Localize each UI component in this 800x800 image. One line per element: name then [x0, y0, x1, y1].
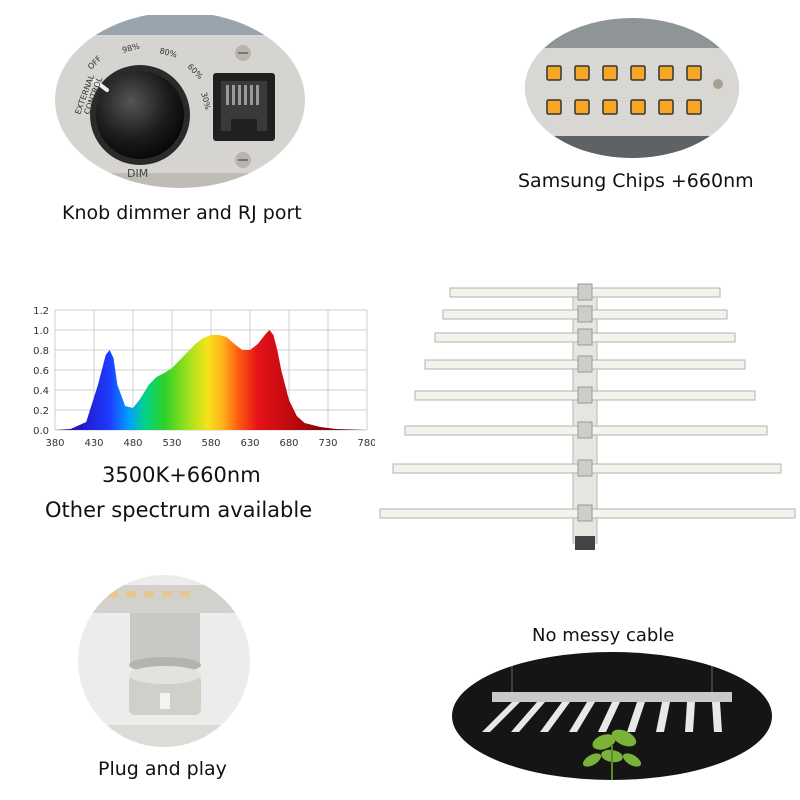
cable-photo-bar: [482, 702, 520, 732]
x-tick-label: 530: [162, 438, 181, 449]
led-chip: [658, 99, 674, 115]
cable-photo-bar: [656, 702, 670, 732]
fixture-connector: [577, 459, 593, 477]
x-tick-label: 580: [201, 438, 220, 449]
cable-photo-bar: [685, 702, 695, 732]
cable-photo-bar: [511, 702, 545, 732]
cable-photo-bar: [712, 702, 722, 732]
caption-spectrum-line2: Other spectrum available: [45, 498, 313, 522]
y-tick-label: 1.0: [33, 326, 49, 337]
cable-photo-bar: [540, 702, 570, 732]
led-chip: [546, 99, 562, 115]
fixture-connector: [577, 355, 593, 373]
cable-photo-bar: [627, 702, 645, 732]
grow-light-fixture: [375, 278, 800, 558]
spectrum-chart-svg: 0.0 0.2 0.4 0.6 0.8 1.0 1.2 380 430 480 530 580 630…: [33, 306, 375, 449]
knob-label-dim: DIM: [127, 167, 148, 180]
y-tick-label: 0.6: [33, 366, 49, 377]
x-tick-label: 380: [45, 438, 64, 449]
fixture-connector: [577, 283, 593, 301]
led-chip: [630, 65, 646, 81]
x-tick-label: 780: [357, 438, 375, 449]
led-chip: [658, 65, 674, 81]
x-tick-label: 680: [279, 438, 298, 449]
spectrum-area: [55, 330, 367, 430]
y-tick-label: 0.0: [33, 426, 49, 437]
led-chip: [630, 99, 646, 115]
y-tick-label: 0.4: [33, 386, 49, 397]
caption-samsung-chips: Samsung Chips +660nm: [518, 170, 754, 192]
x-tick-label: 630: [240, 438, 259, 449]
samsung-chips-photo: [525, 18, 740, 158]
led-chip: [686, 99, 702, 115]
knob-dimmer-photo: EXTERNAL CONTROL OFF 98% 80% 60% 30% DIM: [55, 15, 305, 190]
plug-and-play-photo: [78, 575, 250, 747]
led-chip: [546, 65, 562, 81]
x-tick-label: 730: [318, 438, 337, 449]
led-chip: [574, 65, 590, 81]
fixture-connector: [577, 328, 593, 346]
no-messy-cable-photo: [452, 652, 772, 780]
led-chip: [574, 99, 590, 115]
caption-knob-dimmer: Knob dimmer and RJ port: [62, 202, 302, 224]
x-tick-label: 430: [84, 438, 103, 449]
y-tick-label: 1.2: [33, 306, 49, 317]
cable-photo-bar: [569, 702, 595, 732]
spectrum-chart: 0.0 0.2 0.4 0.6 0.8 1.0 1.2 380 430 480 530 580 630…: [15, 298, 375, 458]
x-tick-label: 480: [123, 438, 142, 449]
led-chip: [686, 65, 702, 81]
caption-spectrum-line1: 3500K+660nm: [102, 463, 261, 487]
caption-plug-and-play: Plug and play: [98, 758, 227, 780]
led-chip: [602, 65, 618, 81]
fixture-connector: [577, 386, 593, 404]
led-chip: [602, 99, 618, 115]
fixture-connector: [577, 504, 593, 522]
fixture-connector: [577, 305, 593, 323]
y-tick-label: 0.8: [33, 346, 49, 357]
fixture-connector: [577, 421, 593, 439]
y-tick-label: 0.2: [33, 406, 49, 417]
cable-photo-bar: [598, 702, 620, 732]
caption-no-messy-cable: No messy cable: [532, 625, 675, 646]
